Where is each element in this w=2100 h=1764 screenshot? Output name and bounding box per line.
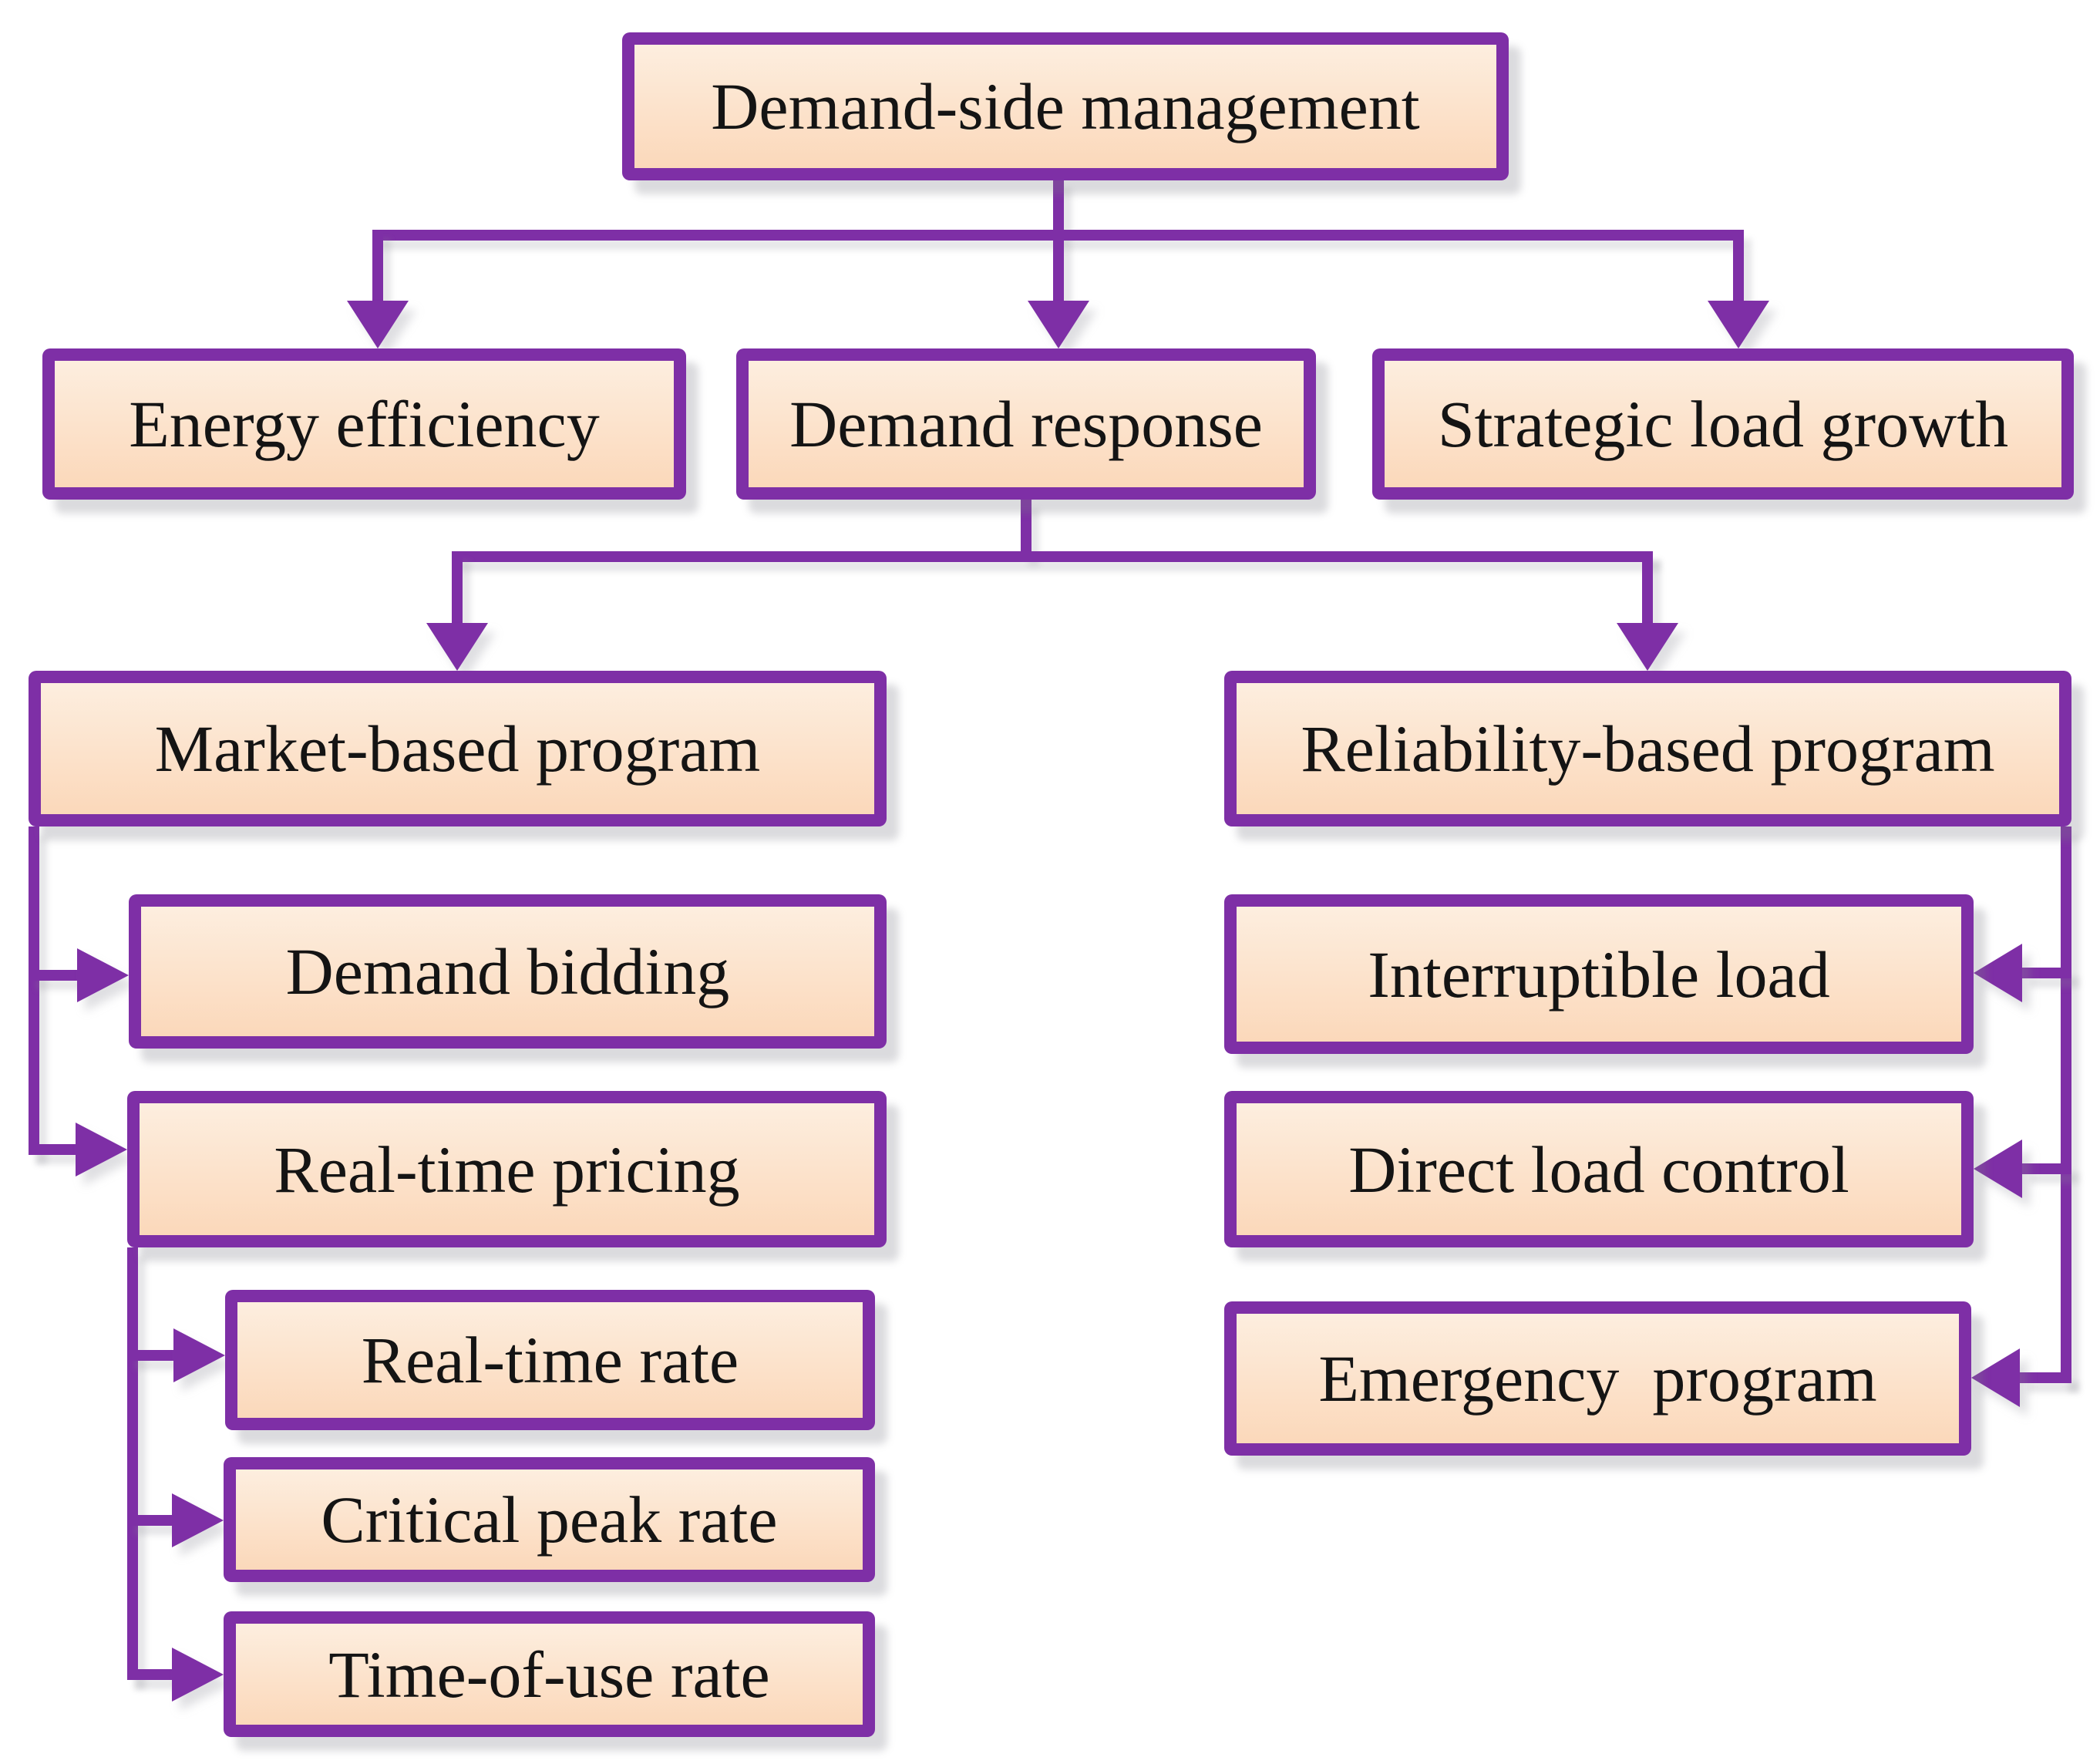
connector-root-stub <box>1053 179 1064 241</box>
connector-drop-demand-response <box>1053 241 1064 302</box>
right-arrowhead-time-of-use-rate-icon <box>172 1648 224 1702</box>
node-direct-load-control: Direct load control <box>1224 1091 1974 1247</box>
node-demand-side-management: Demand-side management <box>622 32 1509 180</box>
node-label: Real-time pricing <box>274 1132 740 1207</box>
node-market-based-program: Market-based program <box>29 671 887 826</box>
node-label: Interruptible load <box>1368 937 1830 1012</box>
node-label: Time-of-use rate <box>328 1637 770 1712</box>
connector-branch-emergency-program <box>2020 1372 2071 1383</box>
connector-level2-horizontal <box>372 230 1744 241</box>
connector-branch-critical-peak-rate <box>127 1515 173 1526</box>
connector-market-based-trunk <box>29 826 39 1155</box>
left-arrowhead-emergency-program-icon <box>1971 1348 2020 1407</box>
node-label: Demand-side management <box>711 69 1420 143</box>
node-label: Market-based program <box>154 712 761 786</box>
right-arrowhead-demand-bidding-icon <box>77 948 129 1002</box>
node-label: Direct load control <box>1348 1132 1849 1207</box>
node-label: Demand response <box>789 387 1263 461</box>
right-arrowhead-real-time-pricing-icon <box>76 1123 127 1177</box>
connector-branch-demand-bidding <box>29 970 81 981</box>
node-strategic-load-growth: Strategic load growth <box>1372 348 2074 500</box>
node-label: Real-time rate <box>361 1323 739 1397</box>
down-arrowhead-reliability-based-program-icon <box>1617 623 1678 671</box>
node-reliability-based-program: Reliability-based program <box>1224 671 2071 826</box>
connector-branch-direct-load-control <box>2022 1163 2071 1174</box>
down-arrowhead-energy-efficiency-icon <box>347 301 409 348</box>
connector-drop-energy-efficiency <box>372 230 383 304</box>
connector-level3-horizontal <box>452 551 1653 562</box>
down-arrowhead-strategic-load-growth-icon <box>1708 301 1769 348</box>
node-label: Reliability-based program <box>1301 712 1995 786</box>
connector-demand-response-stub <box>1021 500 1031 557</box>
connector-branch-real-time-rate <box>127 1350 175 1361</box>
connector-reliability-based-trunk <box>2061 826 2071 1383</box>
node-energy-efficiency: Energy efficiency <box>42 348 686 500</box>
left-arrowhead-direct-load-control-icon <box>1974 1140 2022 1198</box>
node-real-time-rate: Real-time rate <box>225 1290 875 1430</box>
node-demand-response: Demand response <box>736 348 1316 500</box>
right-arrowhead-real-time-rate-icon <box>173 1328 225 1382</box>
connector-branch-time-of-use-rate <box>127 1669 173 1680</box>
node-interruptible-load: Interruptible load <box>1224 894 1974 1054</box>
connector-drop-strategic-load-growth <box>1733 241 1744 302</box>
connector-drop-market-based-program <box>452 551 463 624</box>
connector-real-time-pricing-trunk <box>127 1247 138 1680</box>
right-arrowhead-critical-peak-rate-icon <box>172 1493 224 1547</box>
connector-drop-reliability-based-program <box>1642 551 1653 624</box>
connector-branch-real-time-pricing <box>29 1144 81 1155</box>
left-arrowhead-interruptible-load-icon <box>1974 944 2022 1002</box>
node-label: Strategic load growth <box>1437 387 2009 461</box>
node-demand-bidding: Demand bidding <box>129 894 887 1049</box>
node-time-of-use-rate: Time-of-use rate <box>224 1611 875 1737</box>
node-label: Critical peak rate <box>321 1483 778 1557</box>
connector-branch-interruptible-load <box>2022 968 2071 978</box>
node-emergency-program: Emergency program <box>1224 1301 1971 1456</box>
node-label: Demand bidding <box>285 934 730 1008</box>
node-label: Energy efficiency <box>129 387 600 461</box>
node-critical-peak-rate: Critical peak rate <box>224 1457 875 1582</box>
node-real-time-pricing: Real-time pricing <box>127 1091 887 1247</box>
down-arrowhead-demand-response-icon <box>1028 301 1089 348</box>
down-arrowhead-market-based-program-icon <box>426 623 488 671</box>
node-label: Emergency program <box>1318 1342 1877 1416</box>
